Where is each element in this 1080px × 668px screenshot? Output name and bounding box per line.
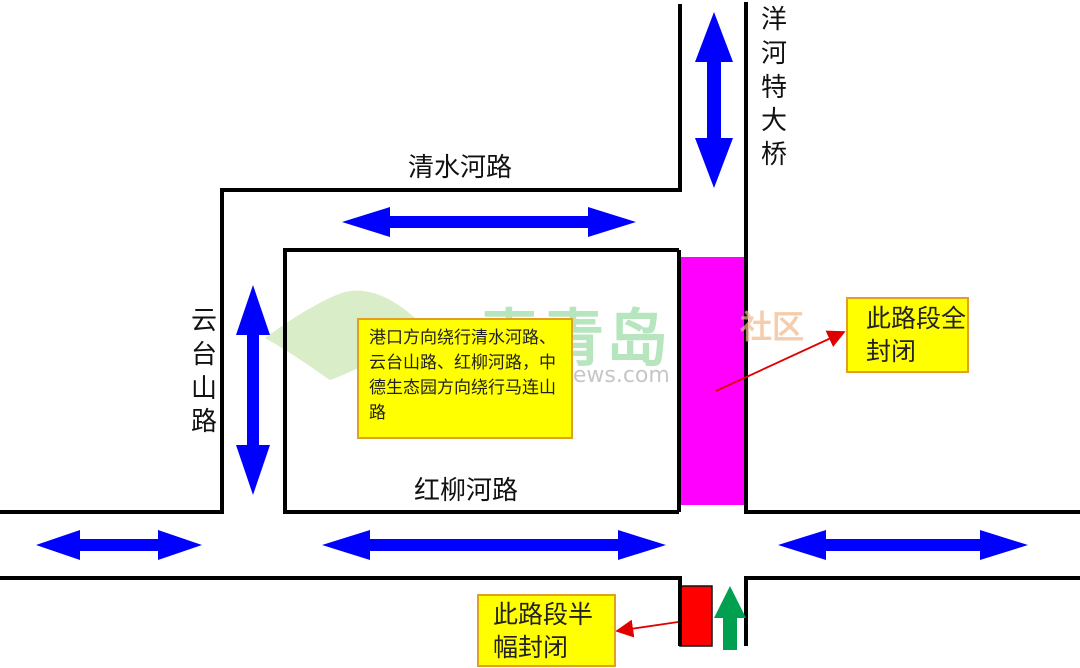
road-edge-south-east (744, 576, 1080, 646)
arrow-bridge (695, 12, 733, 188)
full-closure-pointer (715, 330, 846, 392)
full-closure-zone (679, 257, 746, 505)
traffic-arrows (36, 12, 1028, 560)
road-edge-outer-northwest (0, 4, 682, 514)
road-edge-inner-block (283, 248, 679, 514)
label-yanghe-bridge: 洋河特大桥 (760, 5, 787, 171)
road-lines (0, 2, 1080, 646)
arrow-south-west (36, 530, 202, 560)
arrow-yuntai (236, 285, 270, 495)
detour-note: 港口方向绕行清水河路、云台山路、红柳河路，中德生态园方向绕行马连山路 (357, 318, 573, 439)
half-closure-note: 此路段半幅封闭 (477, 594, 616, 667)
label-hongliu-road: 红柳河路 (414, 476, 519, 506)
half-closure-zone (679, 585, 713, 647)
arrow-qingshui (342, 207, 636, 237)
arrow-south-east (778, 530, 1028, 560)
label-yuntai-road: 云台山路 (190, 306, 217, 438)
open-lane-arrow (714, 586, 746, 650)
full-closure-note: 此路段全封闭 (846, 297, 969, 373)
arrow-hongliu (322, 530, 666, 560)
road-edge-bridge-east (744, 2, 1080, 514)
road-edge-south-west (0, 576, 682, 646)
watermark-sub: 社区 (740, 308, 805, 346)
half-closure-pointer (615, 619, 679, 638)
label-qingshui-road: 清水河路 (408, 153, 513, 183)
